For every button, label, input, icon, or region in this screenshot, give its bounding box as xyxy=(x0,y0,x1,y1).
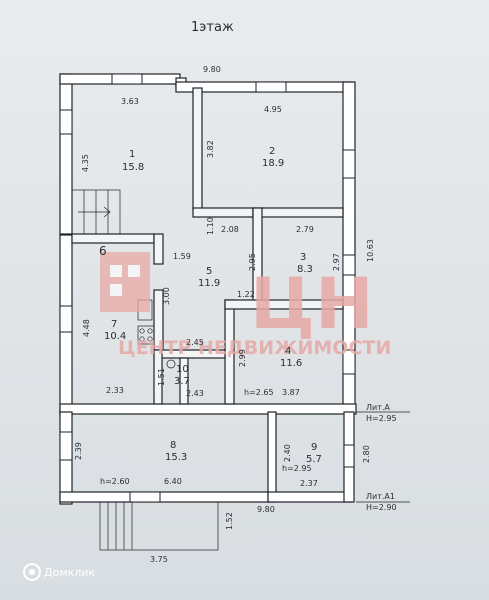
dim-r1-width: 3.63 xyxy=(121,97,139,106)
watermark: ЦН ЦЕНТР НЕДВИЖИМОСТИ xyxy=(100,252,391,359)
dim-r8-height: 2.39 xyxy=(74,442,83,460)
dim-right-height: 10.63 xyxy=(366,239,375,262)
dim-r10-w2: 2.43 xyxy=(186,389,204,398)
dim-r7-height: 4.48 xyxy=(82,319,91,337)
dim-r2-height: 3.82 xyxy=(206,140,215,158)
watermark-sub: ЦЕНТР НЕДВИЖИМОСТИ xyxy=(118,337,391,359)
room-4-number: 4 xyxy=(285,346,291,357)
lit-a1-height: H=2.90 xyxy=(366,503,397,512)
dim-r3-width: 2.79 xyxy=(296,225,314,234)
room-3-area: 8.3 xyxy=(297,264,313,275)
lit-labels: Лит.А H=2.95 Лит.А1 H=2.90 xyxy=(366,403,397,512)
porch xyxy=(99,501,219,551)
lit-lines xyxy=(356,411,410,503)
room-7-area: 10.4 xyxy=(104,331,126,342)
dim-r4-width: 3.87 xyxy=(282,388,300,397)
dim-r9-right: 2.80 xyxy=(362,445,371,463)
room-9-number: 9 xyxy=(311,442,317,453)
height-r4: h=2.65 xyxy=(244,388,274,397)
dim-r7-width: 2.33 xyxy=(106,386,124,395)
dim-top-width: 9.80 xyxy=(203,65,221,74)
room-2-number: 2 xyxy=(269,146,275,157)
dim-corridor-len: 2.08 xyxy=(221,225,239,234)
room-labels: 1 15.8 2 18.9 3 8.3 4 11.6 5 11.9 6 7 10… xyxy=(99,146,322,465)
vertical-dimension-labels: 4.35 3.82 1.10 2.95 2.97 10.63 3.00 4.48… xyxy=(74,140,375,530)
room-1-area: 15.8 xyxy=(122,162,144,173)
room-8-area: 15.3 xyxy=(165,452,187,463)
dimension-labels: 9.80 3.63 4.95 2.08 1.59 2.79 1.22 2.45 … xyxy=(100,65,318,564)
dim-r5-height: 3.00 xyxy=(162,287,171,305)
dim-porch-width: 3.75 xyxy=(150,555,168,564)
dim-r3-height-right: 2.97 xyxy=(332,253,341,271)
dim-r9-height: 2.40 xyxy=(283,444,292,462)
dim-r10-h: 1.51 xyxy=(157,368,166,386)
interior-walls xyxy=(71,87,344,405)
dim-r10-w1: 2.45 xyxy=(186,338,204,347)
windows xyxy=(59,73,356,503)
room-4-area: 11.6 xyxy=(280,358,302,369)
room-7-number: 7 xyxy=(111,319,117,330)
lit-a1-name: Лит.А1 xyxy=(366,492,395,501)
dim-r9-width: 2.37 xyxy=(300,479,318,488)
dim-porch-depth: 1.52 xyxy=(225,512,234,530)
domklik-logo-icon xyxy=(23,563,41,581)
room-9-area: 5.7 xyxy=(306,454,322,465)
room-3-number: 3 xyxy=(300,252,306,263)
floor-title: 1этаж xyxy=(191,20,234,35)
height-r9: h=2.95 xyxy=(282,464,312,473)
room-8-number: 8 xyxy=(170,440,176,451)
room-5-area: 11.9 xyxy=(198,278,220,289)
dim-r1-height: 4.35 xyxy=(81,154,90,172)
dim-r8-width: 6.40 xyxy=(164,477,182,486)
dim-r5-small: 1.22 xyxy=(237,290,255,299)
brand-label: Домклик xyxy=(44,566,95,579)
lit-a-name: Лит.А xyxy=(366,403,390,412)
staircase xyxy=(71,189,121,235)
watermark-main: ЦН xyxy=(250,263,374,345)
dim-corridor-w: 1.10 xyxy=(206,217,215,235)
room-5-number: 5 xyxy=(206,266,212,277)
dim-r6-width: 1.59 xyxy=(173,252,191,261)
dim-r2-width: 4.95 xyxy=(264,105,282,114)
room-10-area: 3.7 xyxy=(174,376,190,387)
dim-bottom-width: 9.80 xyxy=(257,505,275,514)
dim-r3-height-left: 2.95 xyxy=(248,253,257,271)
room-6-number: 6 xyxy=(99,244,107,258)
lit-a-height: H=2.95 xyxy=(366,414,397,423)
height-r8: h=2.60 xyxy=(100,477,130,486)
room-2-area: 18.9 xyxy=(262,158,284,169)
room-1-number: 1 xyxy=(129,149,135,160)
room-10-number: 10 xyxy=(176,364,189,375)
domklik-badge: Домклик xyxy=(23,563,95,581)
dim-r4-height: 2.99 xyxy=(238,349,247,367)
